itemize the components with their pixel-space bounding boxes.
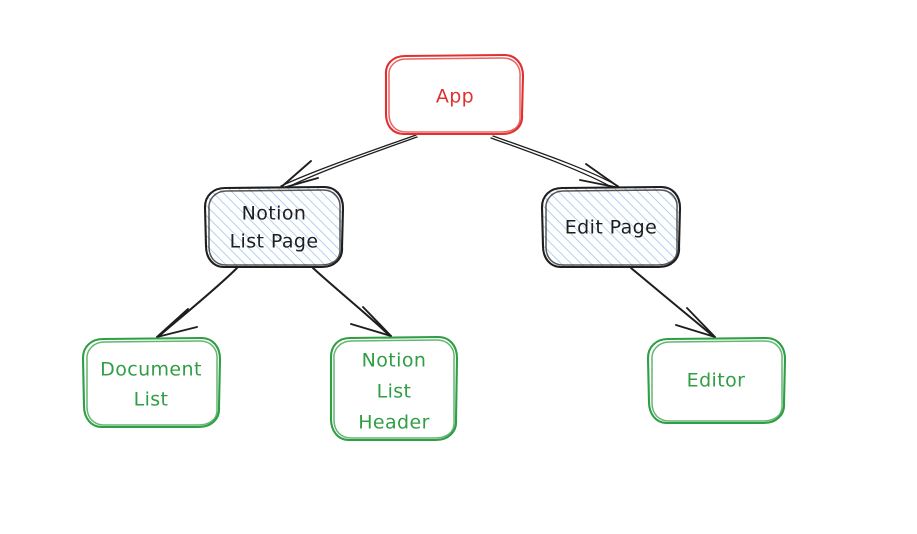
node-label-notion-list-header-line1: Notion [362, 350, 427, 372]
node-notion-list-page[interactable]: Notion List Page [203, 185, 345, 269]
node-label-document-list-line1: Document [100, 359, 202, 381]
edge-notion-list-page-to-notion-list-header [312, 267, 392, 337]
node-label-notion-list-page-line2: List Page [230, 231, 319, 253]
edge-app-to-edit-page [490, 135, 621, 190]
arrowhead-icon [278, 160, 319, 190]
node-notion-list-header[interactable]: Notion List Header [329, 335, 459, 442]
edge-notion-list-page-to-document-list [156, 267, 238, 338]
node-label-notion-list-page-line1: Notion [242, 203, 307, 225]
node-edit-page[interactable]: Edit Page [540, 185, 682, 269]
arrowhead-icon [350, 306, 392, 337]
edge-app-to-notion-list-page [278, 134, 418, 190]
node-label-notion-list-header-line3: Header [358, 412, 430, 434]
arrowhead-icon [675, 307, 716, 338]
node-label-notion-list-header-line2: List [377, 381, 412, 403]
node-label-edit-page: Edit Page [565, 217, 657, 239]
node-label-app: App [436, 86, 474, 108]
node-editor[interactable]: Editor [646, 336, 787, 425]
arrowhead-icon [579, 163, 621, 189]
arrowhead-icon [156, 308, 198, 338]
node-label-editor: Editor [687, 370, 746, 392]
node-document-list[interactable]: Document List [81, 336, 222, 429]
node-label-document-list-line2: List [134, 389, 169, 411]
node-app[interactable]: App [384, 53, 525, 136]
edge-edit-page-to-editor [630, 267, 716, 338]
